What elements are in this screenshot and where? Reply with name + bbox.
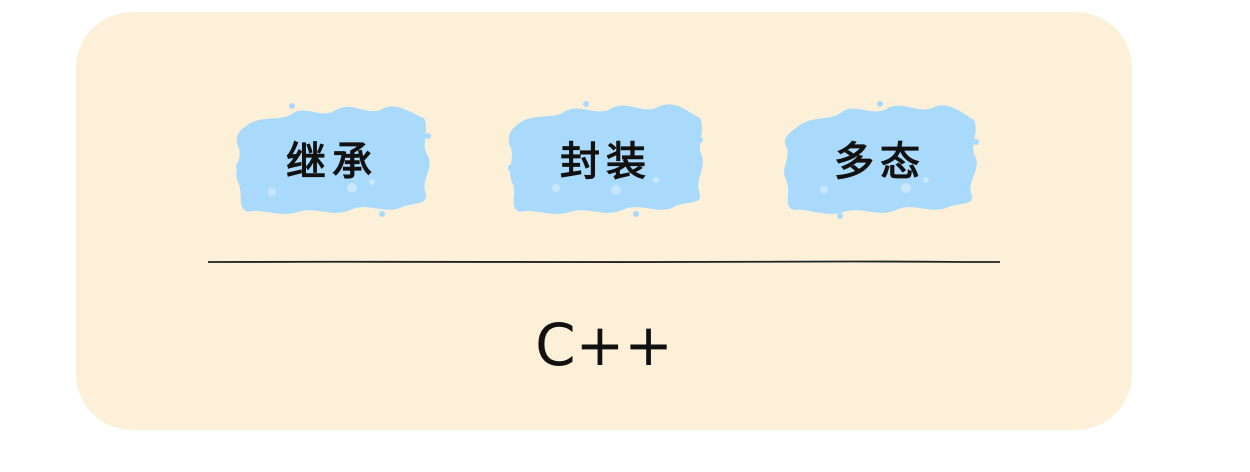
concept-label: 封装	[560, 139, 652, 185]
concept-encapsulation: 封装	[506, 96, 706, 220]
paint-splash-shape	[508, 101, 703, 217]
paint-splash-shape	[236, 103, 431, 217]
paint-splash-shape	[784, 101, 979, 219]
concept-polymorphism: 多态	[780, 96, 980, 220]
divider-line	[208, 260, 1000, 263]
diagram-panel	[76, 12, 1132, 430]
concept-inheritance: 继承	[232, 96, 432, 220]
concept-label: 继承	[286, 139, 378, 185]
platform-label: C++	[535, 311, 673, 379]
concept-label: 多态	[834, 139, 926, 185]
